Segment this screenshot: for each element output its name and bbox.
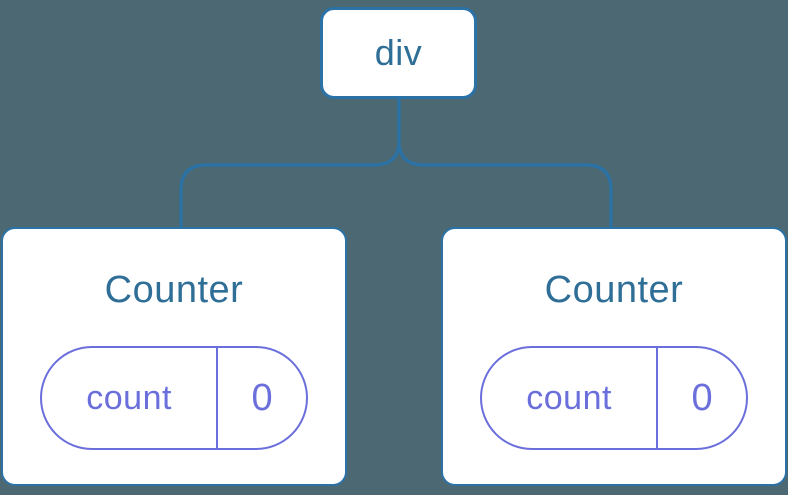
state-pill: count 0 <box>40 346 308 450</box>
state-value: 0 <box>691 376 713 419</box>
connector-root-to-left-child <box>179 98 401 228</box>
root-node-label: div <box>374 32 423 73</box>
state-pill: count 0 <box>480 346 748 450</box>
connector-root-to-right-child <box>397 98 613 228</box>
state-value-cell: 0 <box>656 348 746 448</box>
tree-node-counter-left: Counter count 0 <box>1 227 347 486</box>
state-key-cell: count <box>482 348 656 448</box>
tree-node-root-div: div <box>320 7 477 99</box>
state-key-cell: count <box>42 348 216 448</box>
state-value-cell: 0 <box>216 348 306 448</box>
state-key-label: count <box>86 378 172 417</box>
counter-node-label: Counter <box>104 269 244 311</box>
state-value: 0 <box>251 376 273 419</box>
tree-node-counter-right: Counter count 0 <box>441 227 787 486</box>
state-key-label: count <box>526 378 612 417</box>
counter-node-label: Counter <box>544 269 684 311</box>
